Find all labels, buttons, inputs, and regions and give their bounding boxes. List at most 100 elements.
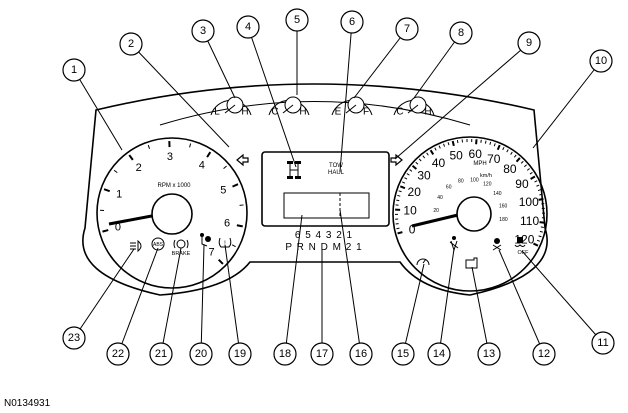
speedometer-minor-tick — [447, 142, 450, 146]
tachometer-number: 6 — [224, 217, 230, 229]
leader-line — [284, 214, 303, 355]
callout-number: 8 — [458, 27, 464, 39]
callout-number: 6 — [349, 16, 355, 28]
speedometer-minor-tick — [538, 235, 542, 238]
speedometer-minor-tick — [539, 230, 543, 233]
leader-line — [117, 247, 159, 355]
speedometer-minor-tick — [404, 177, 408, 180]
speedometer-mph-number: 70 — [487, 152, 501, 166]
speedometer-mph-label: MPH — [473, 161, 486, 167]
speedometer-minor-tick — [540, 226, 544, 228]
speedometer-tick — [533, 242, 539, 247]
leader-line — [73, 69, 123, 151]
callout-21: 21 — [149, 342, 173, 366]
message-center-box — [283, 192, 370, 219]
speedometer-tick — [539, 221, 545, 224]
callout-number: 11 — [597, 337, 608, 349]
speedometer-mph-number: 40 — [432, 156, 446, 170]
tachometer-minor-tick — [147, 144, 151, 149]
tachometer-unit-label: RPM x 1000 — [157, 183, 191, 189]
tow-haul-line1: TOW — [329, 163, 343, 169]
callout-circle — [532, 342, 556, 366]
tachometer-tick — [206, 151, 212, 158]
callout-circle — [349, 342, 373, 366]
speedometer-mph-number: 110 — [520, 214, 539, 228]
speedometer-tick — [397, 231, 403, 235]
tachometer-number: 0 — [115, 221, 121, 233]
callout-circle — [236, 15, 260, 39]
leader-line — [413, 32, 462, 99]
leader-line — [202, 30, 236, 99]
callout-circle — [62, 58, 86, 82]
speedometer-kmh-number: 40 — [437, 195, 443, 201]
speedometer-kmh-number: 60 — [446, 184, 452, 190]
right-turn-signal-icon — [390, 153, 403, 167]
callout-circle — [189, 342, 213, 366]
speedometer-kmh-number: 120 — [483, 182, 492, 188]
leader-line — [73, 248, 135, 339]
speedometer-minor-tick — [434, 147, 437, 151]
leader-line — [471, 266, 490, 355]
callout-20: 20 — [189, 342, 213, 366]
speedometer-tick — [530, 175, 536, 180]
callout-circle — [149, 342, 173, 366]
callout-number: 14 — [433, 348, 445, 360]
callout-7: 7 — [395, 17, 419, 41]
left-turn-signal-icon — [236, 153, 249, 167]
small-gauge-right-label: F — [363, 107, 369, 118]
callout-circle — [273, 342, 297, 366]
speedometer-minor-tick — [489, 141, 492, 145]
brake-label: BRAKE — [172, 251, 191, 257]
callout-circle — [119, 32, 143, 56]
callout-number: 21 — [155, 348, 167, 360]
speedometer-minor-tick — [426, 152, 429, 156]
callout-number: 16 — [355, 348, 367, 360]
hill-descent-icon — [492, 238, 502, 251]
leader-line — [532, 60, 602, 149]
abs-label: ABS — [153, 242, 164, 248]
speedometer-hub — [456, 196, 492, 232]
speedometer-tick — [515, 157, 521, 163]
speedometer-tick — [399, 185, 406, 190]
four-wheel-drive-icon — [287, 161, 301, 179]
tachometer-number: 4 — [199, 160, 205, 172]
leader-line — [247, 26, 297, 168]
speedometer-mph-number: 30 — [417, 168, 431, 182]
airbag-warning-icon — [200, 233, 211, 247]
speedometer-tick — [429, 149, 435, 155]
speedometer-minor-tick — [529, 172, 533, 175]
speedometer-minor-tick — [397, 194, 401, 197]
small-gauge-left-label: C — [396, 107, 403, 118]
callout-8: 8 — [449, 21, 473, 45]
speedometer-minor-tick — [539, 193, 543, 196]
callout-5: 5 — [285, 8, 309, 32]
tachometer-number: 5 — [220, 185, 226, 197]
tachometer-tick — [103, 188, 111, 193]
speedometer-minor-tick — [396, 199, 400, 202]
small-gauge-right-label: H — [241, 107, 248, 118]
callout-number: 4 — [245, 21, 251, 33]
leader-line — [160, 247, 182, 355]
callout-circle — [106, 342, 130, 366]
callout-circle — [427, 342, 451, 366]
leader-line — [130, 43, 230, 148]
callout-circle — [477, 342, 501, 366]
leader-line — [498, 249, 545, 355]
callout-23: 23 — [62, 326, 86, 350]
callout-1: 1 — [62, 58, 86, 82]
speedometer-minor-tick — [536, 184, 540, 187]
tachometer-number: 7 — [209, 247, 215, 259]
leader-line — [224, 244, 241, 355]
callout-16: 16 — [349, 342, 373, 366]
callout-number: 1 — [71, 64, 77, 76]
speedometer-mph-number: 0 — [409, 223, 416, 237]
callout-22: 22 — [106, 342, 130, 366]
callout-circle — [340, 10, 364, 34]
speedometer-minor-tick — [526, 168, 530, 171]
tachometer-minor-tick — [231, 244, 236, 248]
small-gauge-left-label: C — [271, 107, 278, 118]
